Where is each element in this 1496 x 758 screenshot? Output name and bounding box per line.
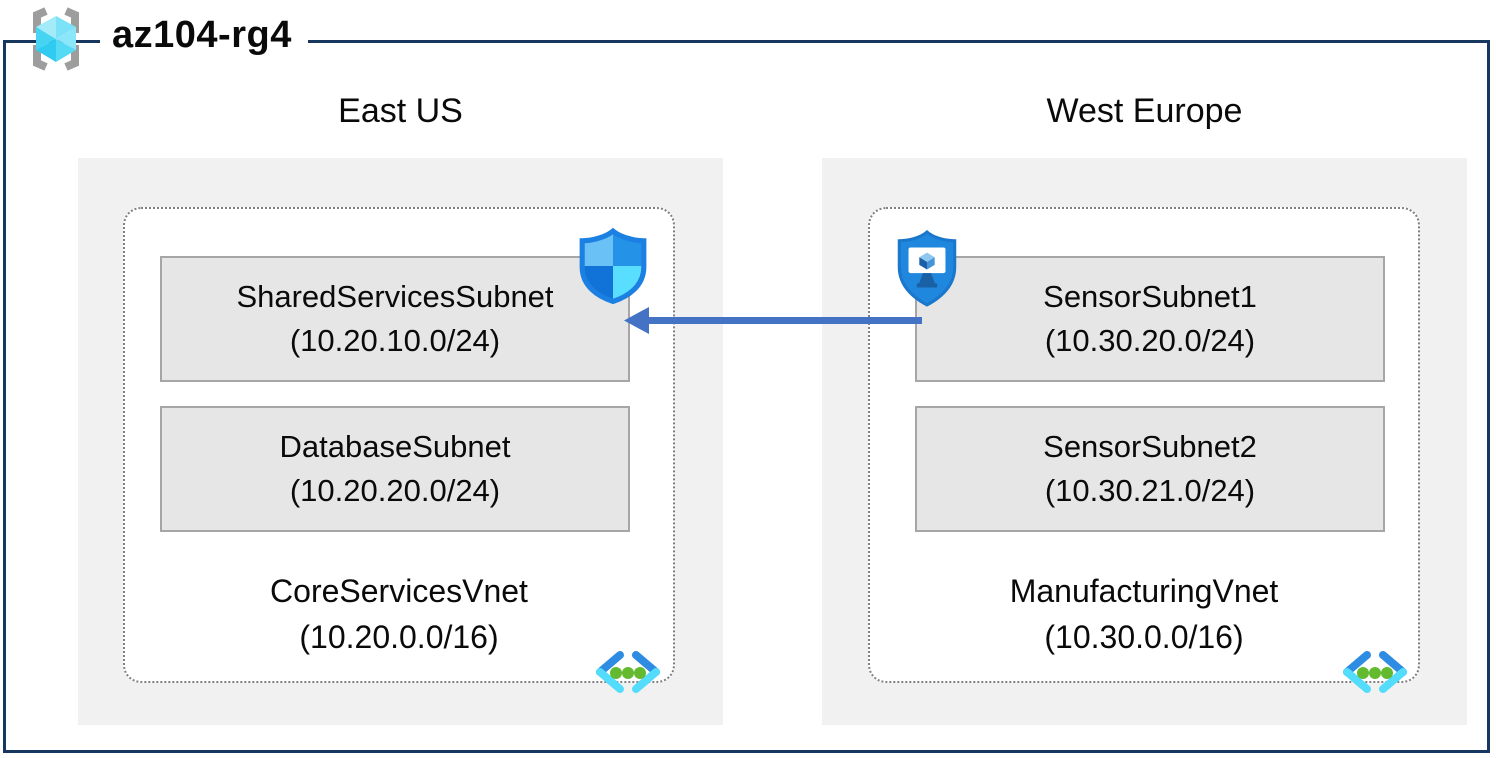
- subnet-name: SensorSubnet1: [1043, 279, 1257, 314]
- subnet-name: DatabaseSubnet: [279, 429, 511, 464]
- subnet-name: SensorSubnet2: [1043, 429, 1257, 464]
- network-security-shield-icon: [579, 228, 647, 304]
- resource-group-icon: [33, 7, 79, 71]
- region-label-east-us: East US: [338, 92, 463, 130]
- subnet-cidr: (10.30.20.0/24): [1044, 323, 1256, 358]
- subnet-box-database: DatabaseSubnet (10.20.20.0/24): [160, 406, 630, 532]
- subnet-cidr: (10.30.21.0/24): [1044, 473, 1256, 508]
- subnet-cidr: (10.20.20.0/24): [289, 473, 501, 508]
- resource-group-title: az104-rg4: [100, 12, 308, 67]
- subnet-box-sensorsubnet2: SensorSubnet2 (10.30.21.0/24): [915, 406, 1385, 532]
- vnet-label-coreservices: CoreServicesVnet (10.20.0.0/16): [123, 568, 675, 660]
- region-label-west-europe: West Europe: [1046, 92, 1243, 130]
- vnet-name: ManufacturingVnet: [1009, 573, 1279, 609]
- vnet-name: CoreServicesVnet: [270, 573, 528, 609]
- virtual-network-icon: [1343, 651, 1407, 693]
- vnet-cidr: (10.30.0.0/16): [1044, 619, 1244, 655]
- shield-virtual-machine-icon: [897, 230, 957, 307]
- peering-arrow: [624, 307, 922, 334]
- subnet-box-sharedservices: SharedServicesSubnet (10.20.10.0/24): [160, 256, 630, 382]
- resource-group-boundary: [3, 40, 1490, 753]
- subnet-name: SharedServicesSubnet: [236, 279, 554, 314]
- subnet-box-sensorsubnet1: SensorSubnet1 (10.30.20.0/24): [915, 256, 1385, 382]
- virtual-network-icon: [596, 651, 660, 693]
- subnet-cidr: (10.20.10.0/24): [289, 323, 501, 358]
- vnet-cidr: (10.20.0.0/16): [299, 619, 499, 655]
- vnet-label-manufacturing: ManufacturingVnet (10.30.0.0/16): [868, 568, 1420, 660]
